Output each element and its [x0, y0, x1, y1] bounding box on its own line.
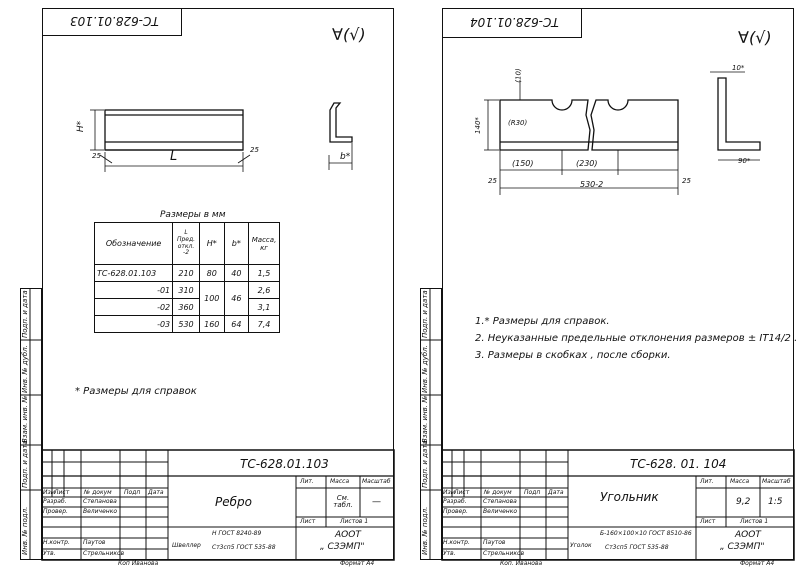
- stamp-org-2: „ СЗЭМП": [720, 542, 765, 552]
- stamp-hdr-izm: Изм: [443, 489, 456, 496]
- roughness-symbol: ∀(√): [332, 25, 366, 44]
- stamp-hdr-doc: № докум: [84, 489, 112, 496]
- format-label: Формат А4: [740, 560, 775, 567]
- stamp-name-nkontr: Паутов: [483, 539, 506, 546]
- format-label: Формат А4: [340, 560, 375, 567]
- stamp-org-1: АООТ: [735, 530, 761, 540]
- side-strip-lines: [420, 288, 442, 560]
- stamp-lit-label: Лит.: [300, 478, 314, 485]
- stamp-material-1: Швеллер: [172, 542, 201, 549]
- stamp-scale-value: 1:5: [768, 497, 783, 507]
- stamp-material-2: Б-160×100×10 ГОСТ 8510-86: [600, 530, 692, 537]
- drawing-sheet-right: ТС-628.01.104 ∀(√) (10) (R30) 140* (150): [400, 0, 800, 567]
- dim-l-label: L: [170, 149, 178, 164]
- stamp-scale-value: —: [372, 497, 381, 507]
- angle-left-label: 25: [488, 177, 497, 185]
- note-1: 1.* Размеры для справок.: [475, 316, 610, 327]
- stamp-mass-label: Масса: [330, 478, 350, 485]
- table-row: -01 310 100 46 2,6: [93, 281, 280, 316]
- side-strip: [420, 288, 442, 560]
- dim-w90-label: 90*: [738, 157, 751, 165]
- stamp-org-1: АООТ: [335, 530, 361, 540]
- stamp-name-utv: Стрельников: [83, 550, 125, 557]
- angle-right-label: 25: [250, 146, 259, 154]
- stamp-part-name: Угольник: [600, 490, 659, 504]
- stamp-sheet-label: Лист: [300, 518, 316, 525]
- angle-right-label: 25: [682, 177, 691, 185]
- stamp-mass-value: 9,2: [736, 497, 751, 507]
- stamp-hdr-sign: Подп: [524, 489, 541, 496]
- copied-by: Коп Иванова: [118, 560, 159, 567]
- stamp-hdr-date: Дата: [148, 489, 164, 496]
- stamp-designation: ТС-628.01.103: [240, 457, 329, 471]
- stamp-hdr-list: Лист: [54, 489, 70, 496]
- angle-left-label: 25: [92, 152, 101, 160]
- stamp-name-nkontr: Паутов: [83, 539, 106, 546]
- stamp-material-3: Ст3сп5 ГОСТ 535-88: [212, 544, 276, 551]
- stamp-name-razrab: Степанова: [483, 498, 517, 505]
- roughness-symbol: ∀(√): [738, 28, 772, 47]
- copied-by: Коп. Иванова: [500, 560, 543, 567]
- stamp-part-name: Ребро: [215, 495, 252, 509]
- stamp-mass-value: См. табл.: [333, 494, 353, 509]
- stamp-sheets-label: Листов 1: [740, 518, 769, 525]
- stamp-role-nkontr: Н.контр.: [443, 539, 470, 546]
- table-header-mass: Масса, кг: [248, 222, 280, 265]
- note-2: 2. Неуказанные предельные отклонения раз…: [475, 333, 798, 344]
- stamp-name-razrab: Степанова: [83, 498, 117, 505]
- channel-drawing: [90, 102, 353, 172]
- stamp-name-prover: Величенко: [83, 508, 117, 515]
- stamp-role-razrab: Разраб.: [43, 498, 67, 505]
- stamp-role-razrab: Разраб.: [443, 498, 467, 505]
- stamp-name-prover: Величенко: [483, 508, 517, 515]
- stamp-hdr-izm: Изм: [43, 489, 56, 496]
- stamp-org-2: „ СЗЭМП": [320, 542, 365, 552]
- sizes-table: Обозначение L Пред. откл. -2 H* b* Масса…: [93, 222, 280, 333]
- stamp-sheets-label: Листов 1: [340, 518, 369, 525]
- dim-t10-label: 10*: [732, 64, 745, 72]
- stamp-material-2: Н ГОСТ 8240-89: [212, 530, 262, 537]
- note-3: 3. Размеры в скобках , после сборки.: [475, 350, 671, 361]
- angle-drawing: [484, 71, 761, 195]
- stamp-scale-label: Масштаб: [762, 478, 791, 485]
- stamp-sheet-label: Лист: [700, 518, 716, 525]
- stamp-role-nkontr: Н.контр.: [43, 539, 70, 546]
- stamp-hdr-list: Лист: [454, 489, 470, 496]
- stamp-hdr-doc: № докум: [484, 489, 512, 496]
- stamp-hdr-sign: Подп: [124, 489, 141, 496]
- stamp-role-utv: Утв.: [443, 550, 456, 557]
- dim-530-label: 530-2: [580, 180, 604, 189]
- dim-150-label: (150): [512, 159, 534, 168]
- stamp-role-prover: Провер.: [443, 508, 468, 515]
- drawing-sheet-left: ТС-628.01.103 ∀(√) H* L 25 25 b*: [0, 0, 400, 567]
- stamp-material-1: Уголок: [570, 542, 592, 549]
- title-block-grid: [441, 449, 795, 561]
- stamp-material-3: Ст3сп5 ГОСТ 535-88: [605, 544, 669, 551]
- stamp-designation: ТС-628. 01. 104: [630, 457, 727, 471]
- stamp-role-utv: Утв.: [43, 550, 56, 557]
- table-row: ТС-628.01.103 210 80 40 1,5: [93, 264, 280, 282]
- stamp-role-prover: Провер.: [43, 508, 68, 515]
- table-header-l: L Пред. откл. -2: [172, 222, 200, 265]
- side-strip-lines: [20, 288, 42, 560]
- stamp-name-utv: Стрельников: [483, 550, 525, 557]
- table-header-b: b*: [223, 222, 250, 265]
- dim-230-label: (230): [576, 159, 598, 168]
- side-strip: [20, 288, 42, 560]
- stamp-hdr-date: Дата: [548, 489, 564, 496]
- title-block-grid: [41, 449, 395, 561]
- reference-note: * Размеры для справок: [75, 386, 197, 397]
- stamp-mass-label: Масса: [730, 478, 750, 485]
- dim-r30-label: (R30): [508, 119, 528, 127]
- corner-code-box: [42, 8, 182, 36]
- stamp-scale-label: Масштаб: [362, 478, 391, 485]
- dim-b-label: b*: [340, 152, 351, 162]
- corner-code-box: [442, 8, 582, 38]
- stamp-lit-label: Лит.: [700, 478, 714, 485]
- table-header-designation: Обозначение: [93, 222, 174, 265]
- table-title: Размеры в мм: [160, 210, 226, 220]
- table-row: -03 530 160 64 7,4: [93, 315, 280, 333]
